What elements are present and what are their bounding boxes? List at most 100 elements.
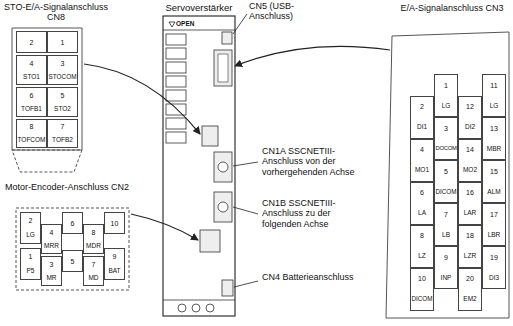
leader-line bbox=[233, 14, 247, 34]
signal-name: MDR bbox=[86, 243, 101, 250]
pin-cell: 11LG bbox=[482, 74, 506, 117]
signal-name: MR bbox=[46, 275, 56, 282]
callout-arrow bbox=[131, 214, 198, 240]
leader-line bbox=[233, 162, 258, 166]
pin-cell: 3DOCOM bbox=[434, 117, 458, 160]
leader-line bbox=[233, 207, 258, 214]
pin-number: 1 bbox=[444, 82, 448, 89]
pin-number: 18 bbox=[466, 232, 474, 239]
cn1a-port bbox=[218, 162, 228, 172]
cn2-panel bbox=[16, 208, 129, 290]
terminal-block bbox=[166, 34, 186, 45]
pin-cell: 8MDR bbox=[83, 224, 104, 254]
signal-name: BAT bbox=[108, 268, 120, 275]
pin-cell: 5STO2 bbox=[47, 87, 78, 117]
signal-name: P5 bbox=[27, 268, 35, 275]
pin-cell: 9INP bbox=[434, 246, 458, 289]
signal-name: TOFB1 bbox=[21, 106, 42, 113]
pin-cell: 8LZ bbox=[410, 225, 434, 268]
signal-name: LG bbox=[26, 232, 35, 239]
pin-number: 14 bbox=[466, 146, 474, 153]
pin-cell: 20EM2 bbox=[458, 268, 482, 311]
pin-number: 2 bbox=[29, 217, 33, 224]
pin-cell: 6LA bbox=[410, 182, 434, 225]
pin-number: 15 bbox=[490, 168, 498, 175]
cn2-socket bbox=[200, 230, 220, 252]
pin-number: 3 bbox=[444, 125, 448, 132]
pin-cell: 4MRR bbox=[41, 224, 62, 254]
pin-number: 11 bbox=[490, 82, 497, 89]
cn8-panel bbox=[12, 28, 82, 150]
pin-cell: 4STO1 bbox=[16, 55, 47, 85]
pin-number: 8 bbox=[420, 232, 424, 239]
signal-name: STOCOM bbox=[49, 74, 77, 80]
signal-name: LZR bbox=[464, 253, 476, 260]
ground-screw bbox=[178, 304, 186, 312]
pin-number: 17 bbox=[490, 211, 498, 218]
pin-cell: 7TOFB2 bbox=[47, 119, 78, 148]
pin-number: 4 bbox=[420, 146, 424, 153]
pin-cell: 3MR bbox=[41, 256, 62, 286]
signal-name: LG bbox=[442, 103, 451, 110]
pin-cell: 2 bbox=[16, 31, 47, 53]
pin-number: 6 bbox=[30, 92, 34, 99]
signal-name: ALM bbox=[487, 189, 500, 196]
callout-label: E/A-Signalanschluss CN3 bbox=[396, 3, 508, 13]
signal-name: LAR bbox=[464, 210, 477, 217]
signal-name: MO2 bbox=[463, 167, 477, 174]
ground-screw bbox=[192, 304, 200, 312]
pin-cell: 5 bbox=[62, 250, 83, 272]
cn8-socket bbox=[202, 126, 218, 146]
cn8-panel-dashed bbox=[12, 150, 82, 172]
terminal-block bbox=[166, 118, 186, 129]
cn5-socket bbox=[222, 32, 232, 44]
terminal-block bbox=[166, 62, 186, 73]
pin-cell: 15ALM bbox=[482, 160, 506, 203]
pin-number: 9 bbox=[113, 253, 117, 260]
signal-name: DI3 bbox=[489, 275, 499, 282]
pin-cell: 13MBR bbox=[482, 117, 506, 160]
pin-cell: 10 bbox=[104, 212, 125, 234]
pin-number: 9 bbox=[444, 254, 448, 261]
signal-name: LBR bbox=[488, 232, 501, 239]
pin-number: 16 bbox=[466, 189, 474, 196]
signal-name: LZ bbox=[418, 253, 426, 260]
callout-label: CN1B SSCNETIII-Anschluss zu der folgende… bbox=[262, 198, 372, 229]
callout-arrow bbox=[235, 46, 390, 66]
cn3-socket-inner bbox=[218, 54, 228, 82]
pin-cell: 1LG bbox=[434, 74, 458, 117]
signal-name: STO2 bbox=[54, 106, 71, 113]
pin-cell: 10DICOM bbox=[410, 268, 434, 311]
pin-number: 2 bbox=[30, 39, 34, 46]
callout-label: STO-E/A-Signalanschluss CN8 bbox=[0, 2, 112, 23]
pin-cell: 14MO2 bbox=[458, 139, 482, 182]
pin-cell: 9BAT bbox=[104, 248, 125, 280]
leader-line bbox=[234, 281, 258, 287]
pin-number: 20 bbox=[466, 275, 474, 282]
signal-name: TOFB2 bbox=[52, 137, 73, 144]
cn4-socket bbox=[222, 280, 233, 296]
pin-number: 4 bbox=[50, 229, 54, 236]
pin-cell: 2DI1 bbox=[410, 96, 434, 139]
pin-number: 5 bbox=[61, 92, 65, 99]
signal-name: DICOM bbox=[412, 296, 433, 302]
cn3-socket bbox=[214, 50, 232, 86]
pin-cell: 18LZR bbox=[458, 225, 482, 268]
pin-number: 2 bbox=[420, 103, 424, 110]
pin-cell: 5DICOM bbox=[434, 160, 458, 203]
callout-label: Motor-Encoder-Anschluss CN2 bbox=[0, 182, 134, 192]
pin-cell: 8TOFCOM bbox=[16, 119, 47, 148]
pin-number: 4 bbox=[30, 60, 34, 67]
pin-cell: 1P5 bbox=[20, 248, 41, 280]
pin-number: 1 bbox=[61, 39, 65, 46]
signal-name: DI2 bbox=[465, 124, 475, 131]
pin-number: 13 bbox=[490, 125, 498, 132]
pin-cell: 1 bbox=[47, 31, 78, 53]
pin-number: 3 bbox=[61, 60, 65, 67]
pin-cell: 16LAR bbox=[458, 182, 482, 225]
callout-label: OPEN bbox=[176, 20, 216, 27]
pin-number: 10 bbox=[111, 220, 119, 227]
pin-number: 6 bbox=[71, 220, 75, 227]
signal-name: DICOM bbox=[436, 189, 457, 195]
